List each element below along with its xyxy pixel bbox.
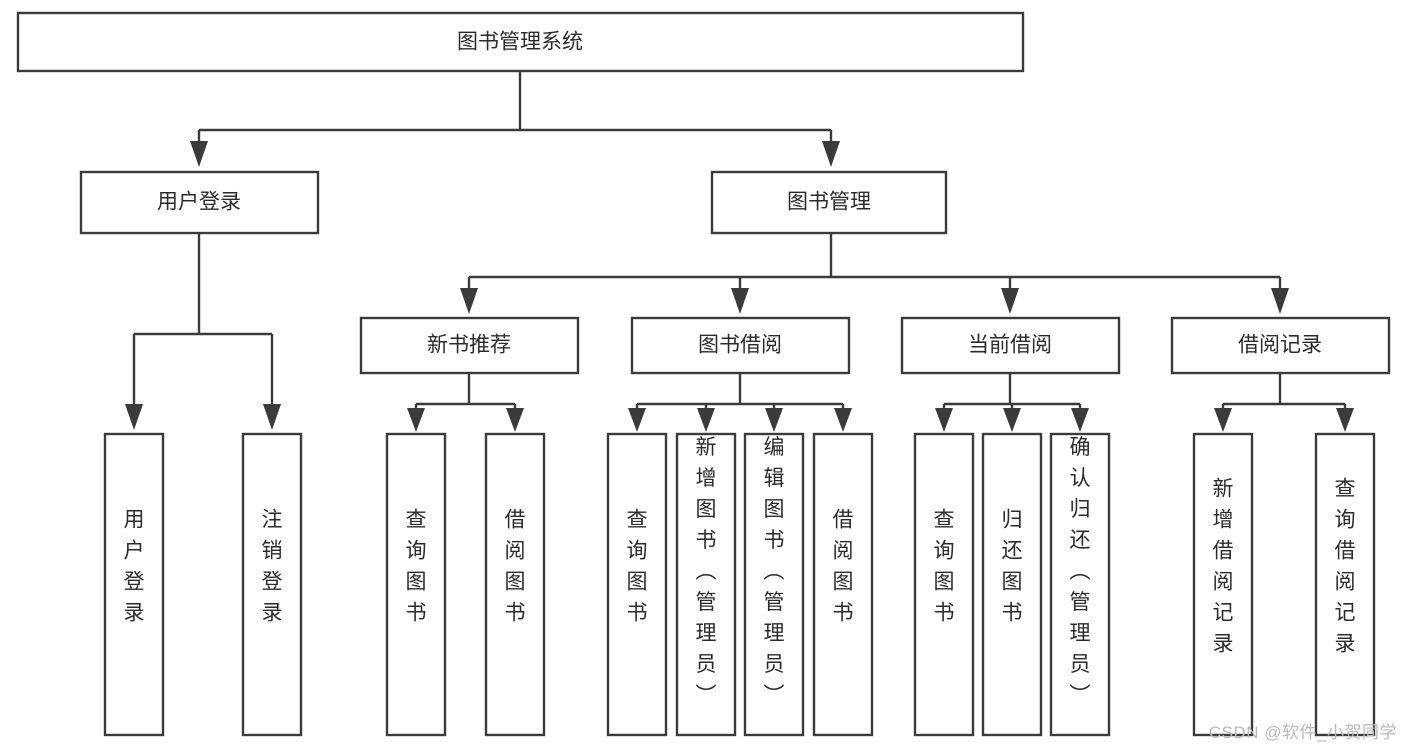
node-user-login-label: 用户登录 — [157, 191, 241, 214]
node-leaf-edit-book-label: 编辑图书︵管理员︶ — [764, 436, 785, 707]
csdn-watermark: CSDN @软件_小贺同学 — [1208, 723, 1397, 742]
node-leaf-query-book-borrow-label: 查询图书 — [627, 509, 648, 625]
node-leaf-add-book-box[interactable] — [675, 432, 737, 737]
node-leaf-add-borrow-record[interactable]: 新增借阅记录 — [1192, 432, 1254, 737]
node-leaf-query-borrow-record[interactable]: 查询借阅记录 — [1314, 432, 1376, 737]
arrow-to-leaf-query-book-current — [935, 408, 953, 432]
arrow-to-leaf-user-logout — [263, 404, 281, 430]
arrow-to-leaf-borrow-book-recommend — [506, 408, 524, 432]
node-leaf-query-book-recommend-box[interactable] — [385, 432, 447, 737]
node-leaf-user-logout-label: 注销登录 — [262, 509, 283, 625]
node-book-borrow[interactable]: 图书借阅 — [630, 316, 851, 375]
node-book-borrow-box[interactable] — [630, 316, 851, 375]
node-current-borrow-box[interactable] — [900, 316, 1121, 375]
arrow-to-user-login — [190, 141, 208, 167]
node-borrow-record-label: 借阅记录 — [1238, 334, 1322, 357]
node-leaf-borrow-book-recommend-box[interactable] — [484, 432, 546, 737]
arrow-to-leaf-add-book — [697, 408, 715, 432]
node-borrow-record[interactable]: 借阅记录 — [1170, 316, 1391, 375]
node-new-book-recommend[interactable]: 新书推荐 — [359, 316, 580, 375]
node-leaf-user-login-label: 用户登录 — [124, 509, 145, 625]
node-book-borrow-label: 图书借阅 — [698, 334, 782, 357]
node-leaf-add-borrow-record-label: 新增借阅记录 — [1213, 478, 1234, 656]
node-root-box[interactable] — [16, 11, 1025, 73]
node-user-login-box[interactable] — [79, 170, 320, 235]
node-user-login[interactable]: 用户登录 — [79, 170, 320, 235]
node-leaf-query-borrow-record-label: 查询借阅记录 — [1335, 478, 1356, 656]
arrow-to-leaf-borrow-book — [834, 408, 852, 432]
node-leaf-confirm-return-label: 确认归还︵管理员︶ — [1070, 436, 1091, 707]
node-leaf-query-book-current-label: 查询图书 — [934, 509, 955, 625]
node-leaf-confirm-return[interactable]: 确认归还︵管理员︶ — [1049, 432, 1111, 737]
node-leaf-query-book-borrow[interactable]: 查询图书 — [606, 432, 668, 737]
arrow-to-leaf-query-borrow-record — [1336, 408, 1354, 432]
node-new-book-recommend-label: 新书推荐 — [427, 334, 511, 357]
node-new-book-recommend-box[interactable] — [359, 316, 580, 375]
node-leaf-user-logout[interactable]: 注销登录 — [241, 432, 303, 737]
node-leaf-query-borrow-record-box[interactable] — [1314, 432, 1376, 737]
arrow-to-leaf-query-book-borrow — [628, 408, 646, 432]
arrow-to-new-book-recommend — [460, 288, 478, 314]
node-leaf-confirm-return-box[interactable] — [1049, 432, 1111, 737]
node-leaf-query-book-borrow-box[interactable] — [606, 432, 668, 737]
node-book-management-box[interactable] — [710, 170, 948, 235]
node-leaf-return-book-box[interactable] — [981, 432, 1043, 737]
node-leaf-borrow-book-recommend[interactable]: 借阅图书 — [484, 432, 546, 737]
arrow-to-leaf-add-borrow-record — [1214, 408, 1232, 432]
node-leaf-user-login[interactable]: 用户登录 — [103, 432, 165, 737]
node-leaf-edit-book[interactable]: 编辑图书︵管理员︶ — [743, 432, 805, 737]
node-root-label: 图书管理系统 — [457, 31, 583, 54]
node-leaf-edit-book-box[interactable] — [743, 432, 805, 737]
node-leaf-user-logout-box[interactable] — [241, 432, 303, 737]
node-root[interactable]: 图书管理系统 — [16, 11, 1025, 73]
node-leaf-add-borrow-record-box[interactable] — [1192, 432, 1254, 737]
node-leaf-query-book-current[interactable]: 查询图书 — [913, 432, 975, 737]
arrow-to-leaf-confirm-return — [1071, 408, 1089, 432]
node-leaf-query-book-recommend[interactable]: 查询图书 — [385, 432, 447, 737]
arrow-to-current-borrow — [1001, 288, 1019, 314]
node-current-borrow[interactable]: 当前借阅 — [900, 316, 1121, 375]
arrow-to-book-management — [822, 141, 840, 167]
node-leaf-borrow-book[interactable]: 借阅图书 — [812, 432, 874, 737]
node-leaf-return-book-label: 归还图书 — [1002, 509, 1023, 625]
arrow-to-leaf-query-book-recommend — [407, 408, 425, 432]
arrow-to-book-borrow — [731, 288, 749, 314]
arrow-to-borrow-record — [1271, 288, 1289, 314]
node-leaf-borrow-book-recommend-label: 借阅图书 — [505, 509, 526, 625]
node-book-management-label: 图书管理 — [787, 191, 871, 214]
node-book-management[interactable]: 图书管理 — [710, 170, 948, 235]
arrow-to-leaf-edit-book — [765, 408, 783, 432]
connector-layer — [125, 71, 1354, 432]
node-leaf-borrow-book-box[interactable] — [812, 432, 874, 737]
node-leaf-borrow-book-label: 借阅图书 — [833, 509, 854, 625]
node-current-borrow-label: 当前借阅 — [968, 334, 1052, 357]
node-leaf-query-book-recommend-label: 查询图书 — [406, 509, 427, 625]
node-borrow-record-box[interactable] — [1170, 316, 1391, 375]
arrow-to-leaf-return-book — [1003, 408, 1021, 432]
node-leaf-query-book-current-box[interactable] — [913, 432, 975, 737]
node-leaf-return-book[interactable]: 归还图书 — [981, 432, 1043, 737]
node-leaf-add-book-label: 新增图书︵管理员︶ — [696, 436, 717, 707]
arrow-to-leaf-user-login — [125, 404, 143, 430]
leaf-node-layer: 用户登录 注销登录 查询图书 借阅图书 查询图书 新增图书︵管理员︶ 编辑图书︵管理员︶ 借阅… — [103, 432, 1376, 737]
node-leaf-add-book[interactable]: 新增图书︵管理员︶ — [675, 432, 737, 737]
node-leaf-user-login-box[interactable] — [103, 432, 165, 737]
